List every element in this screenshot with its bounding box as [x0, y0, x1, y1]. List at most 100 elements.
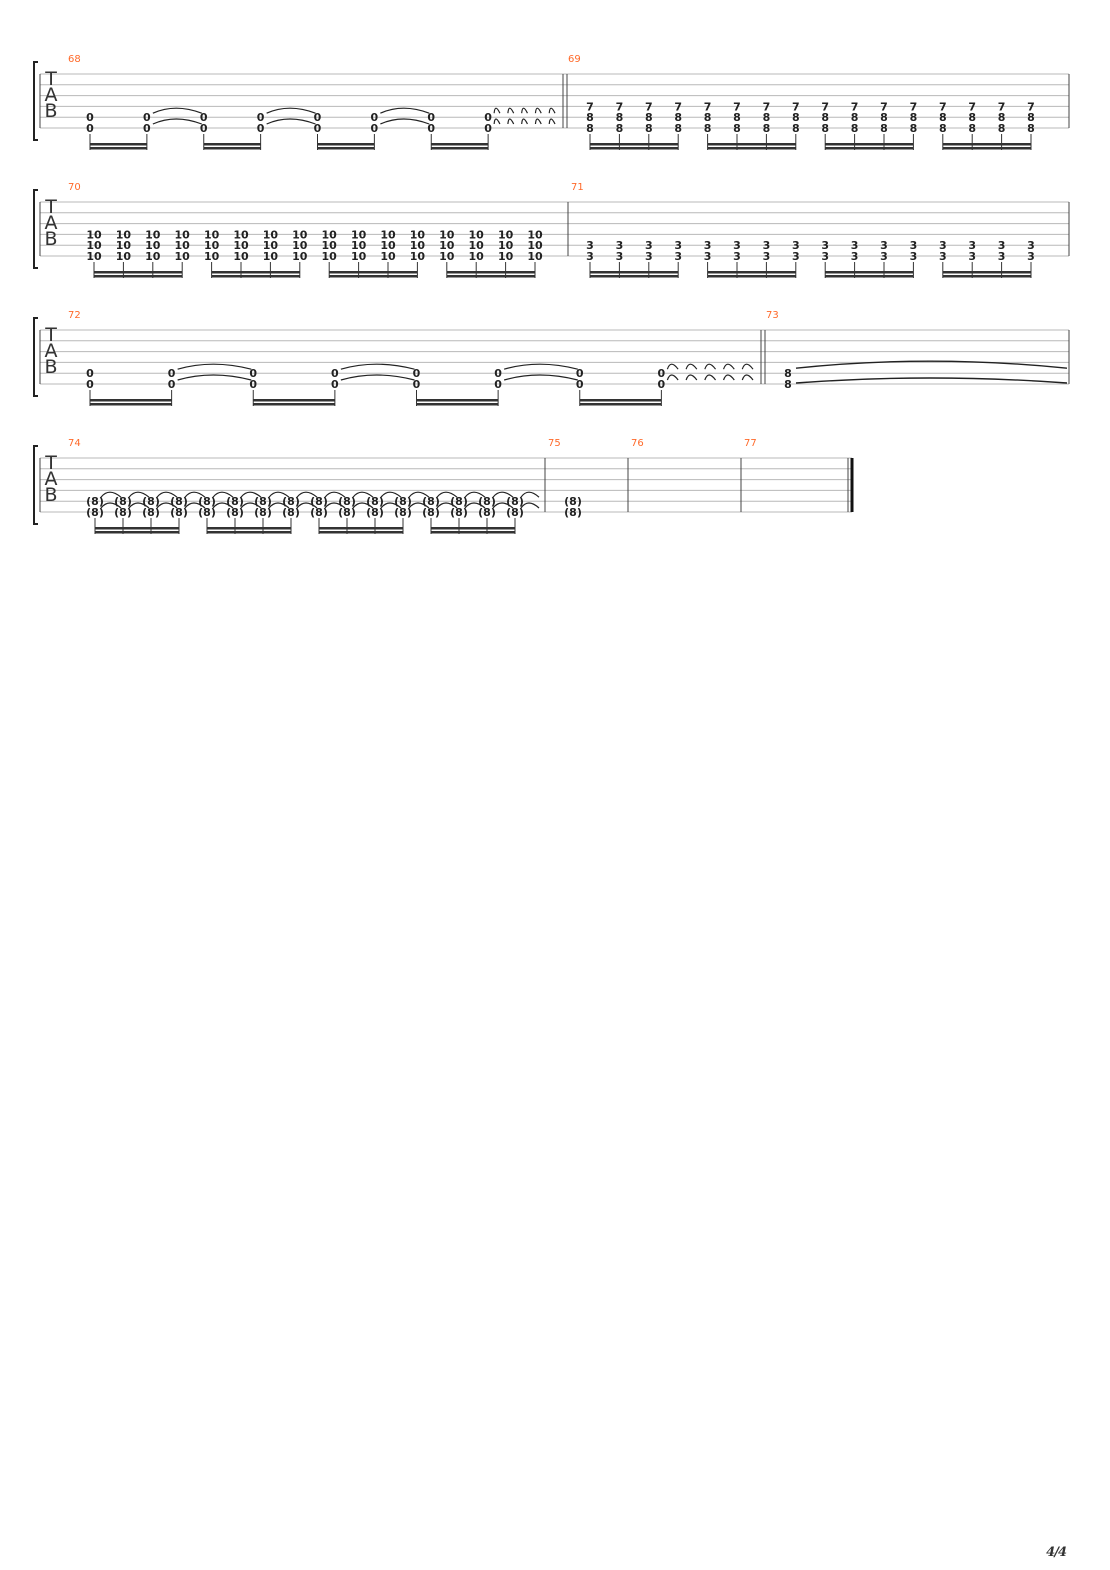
fret-number: (8) [282, 506, 300, 519]
tie-arc [352, 491, 374, 498]
fret-number: 8 [616, 111, 624, 124]
tab-clef-letter: B [44, 100, 57, 122]
tie-arc [492, 502, 514, 509]
measure-number: 74 [68, 438, 81, 449]
measure-number: 70 [68, 182, 81, 193]
tie-arc [268, 491, 290, 498]
measure-number: 71 [571, 182, 584, 193]
tie-arc [184, 491, 206, 498]
fret-number: 10 [175, 250, 191, 263]
fret-number: 3 [968, 239, 976, 252]
fret-number: 8 [821, 122, 829, 135]
tie-arc [503, 374, 578, 381]
tie-arc [722, 374, 735, 381]
tie-arc [408, 502, 430, 509]
fret-number: 3 [880, 250, 888, 263]
tab-clef-letter: B [44, 228, 57, 250]
fret-number: 8 [586, 122, 594, 135]
fret-number: 10 [116, 239, 132, 252]
fret-number: 7 [674, 100, 682, 113]
beam [707, 143, 796, 146]
tie-arc [380, 491, 402, 498]
tie-arc [507, 118, 515, 125]
tie-arc [521, 107, 528, 114]
fret-number: 10 [292, 239, 308, 252]
fret-number: 0 [371, 111, 379, 124]
fret-number: (8) [506, 506, 524, 519]
fret-number: 10 [410, 239, 426, 252]
fret-number: 0 [86, 367, 94, 380]
fret-number: 3 [704, 250, 712, 263]
fret-number: 0 [658, 378, 666, 391]
fret-number: 0 [413, 367, 421, 380]
fret-number: 10 [351, 250, 367, 263]
beam [329, 271, 418, 274]
tab-clef-letter: A [45, 84, 58, 106]
tie-arc [741, 374, 754, 381]
fret-number: 0 [427, 122, 435, 135]
tie-arc [266, 118, 316, 125]
fret-number: 10 [439, 239, 455, 252]
beam [95, 527, 179, 530]
tie-arc [520, 502, 540, 509]
tie-arc [152, 107, 202, 114]
fret-number: 10 [86, 239, 102, 252]
fret-number: (8) [254, 506, 272, 519]
fret-number: (8) [142, 506, 160, 519]
fret-number: (8) [142, 495, 160, 508]
tie-arc [507, 107, 515, 114]
fret-number: 10 [263, 239, 279, 252]
fret-number: (8) [198, 495, 216, 508]
beam [446, 271, 535, 274]
tab-clef-letter: B [44, 356, 57, 378]
tie-arc [240, 491, 262, 498]
beam [707, 147, 796, 150]
fret-number: (8) [506, 495, 524, 508]
fret-number: 8 [674, 122, 682, 135]
fret-number: 10 [233, 250, 249, 263]
fret-number: (8) [478, 506, 496, 519]
tie-arc [100, 491, 122, 498]
fret-number: 7 [998, 100, 1006, 113]
fret-number: 0 [576, 378, 584, 391]
tie-arc [704, 363, 717, 370]
fret-number: 0 [484, 111, 492, 124]
beam [590, 271, 679, 274]
fret-number: 3 [645, 250, 653, 263]
fret-number: 10 [204, 239, 220, 252]
fret-number: 3 [763, 250, 771, 263]
tie-arc [464, 502, 486, 509]
system-bracket [33, 189, 38, 269]
tie-arc [296, 491, 318, 498]
beam [825, 275, 914, 278]
fret-number: 0 [168, 378, 176, 391]
fret-number: 10 [263, 250, 279, 263]
fret-number: (8) [366, 495, 384, 508]
fret-number: 10 [351, 228, 367, 241]
fret-number: 0 [331, 378, 339, 391]
fret-number: 10 [469, 239, 485, 252]
tab-clef-letter: A [45, 340, 58, 362]
tie-arc [493, 118, 501, 125]
fret-number: 8 [784, 378, 792, 391]
fret-number: 0 [200, 122, 208, 135]
beam [446, 275, 535, 278]
beam [590, 275, 679, 278]
fret-number: 10 [410, 250, 426, 263]
fret-number: 3 [1027, 239, 1035, 252]
fret-number: 10 [380, 239, 396, 252]
fret-number: 10 [204, 250, 220, 263]
fret-number: 3 [910, 239, 918, 252]
fret-number: 8 [704, 111, 712, 124]
tab-system: TAB7010101010101010101010101010101010101… [33, 182, 1070, 278]
fret-number: 3 [1027, 250, 1035, 263]
beam [90, 147, 147, 150]
fret-number: (8) [478, 495, 496, 508]
tie-arc [548, 107, 556, 114]
fret-number: (8) [422, 506, 440, 519]
fret-number: 7 [792, 100, 800, 113]
fret-number: 3 [851, 250, 859, 263]
tie-arc [340, 363, 415, 370]
fret-number: 3 [586, 239, 594, 252]
tie-arc [704, 374, 717, 381]
